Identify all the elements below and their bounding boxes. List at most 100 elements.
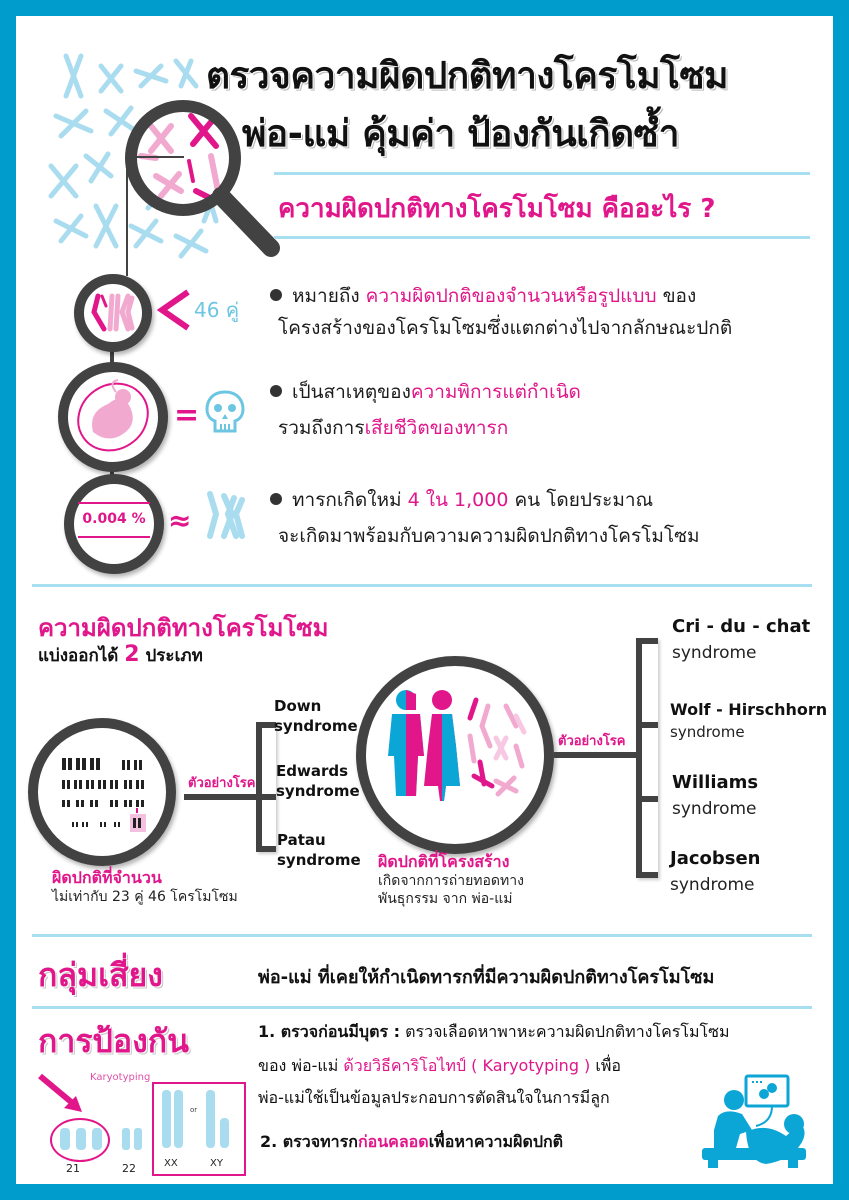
definition-2-line-2: รวมถึงการเสียชีวิตของทารก [278,410,508,446]
syndrome-name: Wolf - Hirschhorn [670,700,828,719]
rule-line [78,536,150,538]
syndrome-name: Williams [672,772,759,793]
ring-percentage: 0.004 % [64,474,164,574]
text: 2. ตรวจทารก [260,1132,358,1151]
syndrome-suffix: syndrome [672,799,757,819]
syndrome-williams: Williams syndrome [672,772,758,819]
chromosome-21-icon [60,1128,102,1150]
bracket-tick [260,794,276,800]
syndrome-name: Edwards [276,762,349,780]
highlight: ด้วยวิธีคาริโอไทป์ ( Karyotyping ) [343,1056,591,1075]
syndrome-suffix: syndrome [276,782,360,800]
text: ทารกเกิดใหม่ [292,489,408,511]
text: หมายถึง [292,285,366,307]
prevention-label: การป้องกัน [38,1022,189,1060]
syndrome-suffix: syndrome [670,723,745,741]
syndrome-suffix: syndrome [672,643,757,663]
approx-sign: ≈ [168,504,192,537]
risk-group-text: พ่อ-แม่ ที่เคยให้กำเนิดทารกที่มีความผิดป… [258,967,715,988]
types-subheading: แบ่งออกได้ 2 ประเภท [38,642,203,669]
definition-3-line-2: จะเกิดมาพร้อมกับความความผิดปกติทางโครโมโ… [278,525,700,547]
divider [274,172,810,175]
divider [32,1006,812,1009]
ring-chromosome [74,274,152,352]
text: ตรวจเลือดหาพาหะความผิดปกติทางโครโมโซม [400,1022,730,1041]
step-label: 1. ตรวจก่อนมีบุตร : [258,1022,401,1041]
bracket [256,722,276,852]
karyotyping-diagram: Karyotyping 21 22 or XX XY [36,1072,246,1176]
risk-group-label: กลุ่มเสี่ยง [38,956,163,994]
divider [274,236,810,239]
syndrome-name: Down [274,697,322,715]
syndrome-down: Down syndrome [274,696,358,736]
syndrome-suffix: syndrome [274,717,358,735]
bracket-tick [640,722,658,728]
structural-caption-line-1: เกิดจากการถ่ายทอดทาง [378,873,524,889]
text: เพื่อ [590,1056,622,1075]
sex-chromosome-icon [162,1090,229,1148]
structural-example-label: ตัวอย่างโรค [558,734,626,749]
sex-chromosome-box: or XX XY [152,1082,246,1176]
ultrasound-exam-icon [702,1074,806,1168]
bullet-icon [270,384,282,397]
text: ประเภท [139,646,203,666]
chromosome-21-circle [50,1118,110,1162]
label-or: or [190,1106,198,1114]
infographic-page: ตรวจความผิดปกติทางโครโมโซม พ่อ-แม่ คุ้มค… [16,16,833,1184]
bracket [636,638,658,878]
ring-karyotype [28,718,176,866]
skull-icon [205,390,245,433]
title-line-2: พ่อ-แม่ คุ้มค่า ป้องกันเกิดซ้ำ [242,112,680,155]
numerical-caption-text: ไม่เท่ากับ 23 คู่ 46 โครโมโซม [52,889,238,905]
title-line-1: ตรวจความผิดปกติทางโครโมโซม [206,54,729,97]
definition-1-line-2: โครงสร้างของโครโมโซมซึ่งแตกต่างไปจากลักษ… [278,317,733,339]
label-22: 22 [122,1162,136,1175]
connector-line [554,752,640,758]
highlight: 4 ใน 1,000 [407,489,509,511]
chromosome-icon [207,491,245,539]
prevention-step-1-line-3: พ่อ-แม่ใช้เป็นข้อมูลประกอบการตัดสินใจในก… [258,1088,610,1107]
label-21: 21 [66,1162,80,1175]
syndrome-name: Cri - du - chat [672,616,811,637]
structural-caption-title: ผิดปกติที่โครงสร้าง [378,852,510,871]
definition-3-line-1: ทารกเกิดใหม่ 4 ใน 1,000 คน โดยประมาณ [270,482,653,518]
highlight: เสียชีวิตของทารก [364,417,509,439]
structural-caption-line-2: พันธุกรรม จาก พ่อ-แม่ [378,891,513,907]
parents-chromosome-icon [388,690,527,801]
prevention-step-2: 2. ตรวจทารกก่อนคลอดเพื่อหาความผิดปกติ [260,1130,563,1155]
rule-line [78,502,150,504]
text: แบ่งออกได้ [38,646,125,666]
numerical-caption-title: ผิดปกติที่จำนวน [52,868,162,887]
numerical-example-label: ตัวอย่างโรค [188,776,256,791]
ring-fetus [58,362,168,472]
syndrome-name: Jacobsen [670,848,761,869]
ring-parents [356,656,554,854]
types-heading: ความผิดปกติทางโครโมโซม [38,614,329,642]
syndrome-jacobsen: Jacobsen syndrome [670,848,761,895]
highlight: ความพิการแต่กำเนิด [410,381,581,403]
connector-line [126,156,128,276]
highlight: ก่อนคลอด [357,1132,429,1151]
bracket-tick [640,796,658,802]
divider [32,934,812,937]
less-than-icon [156,289,190,331]
fetus-icon [77,379,149,452]
arrow-icon [38,1073,82,1112]
text: ของ พ่อ-แม่ [258,1056,344,1075]
text: ของ [656,285,697,307]
type-count: 2 [124,642,140,667]
bullet-icon [270,288,282,301]
section-question: ความผิดปกติทางโครโมโซม คืออะไร ? [278,194,716,224]
prevention-step-1-line-2: ของ พ่อ-แม่ ด้วยวิธีคาริโอไทป์ ( Karyoty… [258,1054,621,1079]
text: คน โดยประมาณ [508,489,654,511]
prevention-step-1-line-1: 1. ตรวจก่อนมีบุตร : ตรวจเลือดหาพาหะความผ… [258,1020,730,1045]
syndrome-patau: Patau syndrome [277,830,361,870]
bullet-icon [270,492,282,505]
connector-line [184,794,258,800]
equals-sign: = [174,398,200,433]
text: เพื่อหาความผิดปกติ [428,1132,564,1151]
syndrome-edwards: Edwards syndrome [276,761,360,801]
text: เป็นสาเหตุของ [292,381,411,403]
definition-2-line-1: เป็นสาเหตุของความพิการแต่กำเนิด [270,374,581,410]
highlight: ความผิดปกติของจำนวนหรือรูปแบบ [365,285,657,307]
